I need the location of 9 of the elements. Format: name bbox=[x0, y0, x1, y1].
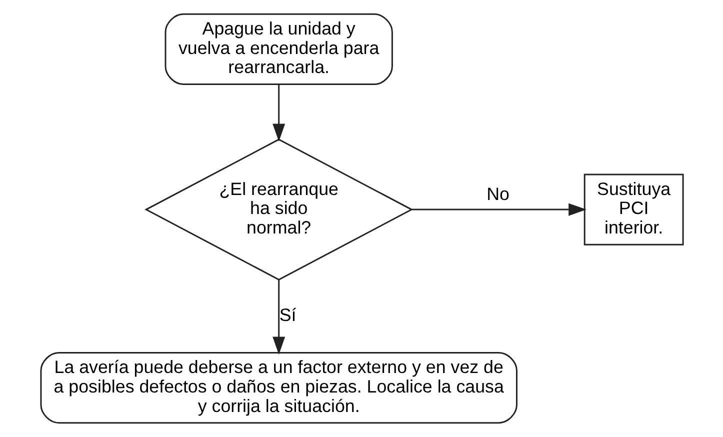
arrow bbox=[272, 280, 285, 355]
arrow bbox=[412, 203, 586, 216]
node-diamond: ¿El rearranque ha sido normal? bbox=[144, 138, 413, 280]
arrow bbox=[272, 84, 285, 142]
node-box: La avería puede deberse a un factor externo y en vez de a posibles defectos o daños en piezas. Localice la causa y corrija la situación. bbox=[40, 352, 517, 424]
node-box: Sustituya PCI interior. bbox=[583, 174, 684, 246]
edge-label: Sí bbox=[278, 304, 296, 325]
node-box: Apague la unidad y vuelva a encenderla para rearrancarla. bbox=[164, 13, 392, 86]
edge-label: No bbox=[486, 184, 510, 204]
